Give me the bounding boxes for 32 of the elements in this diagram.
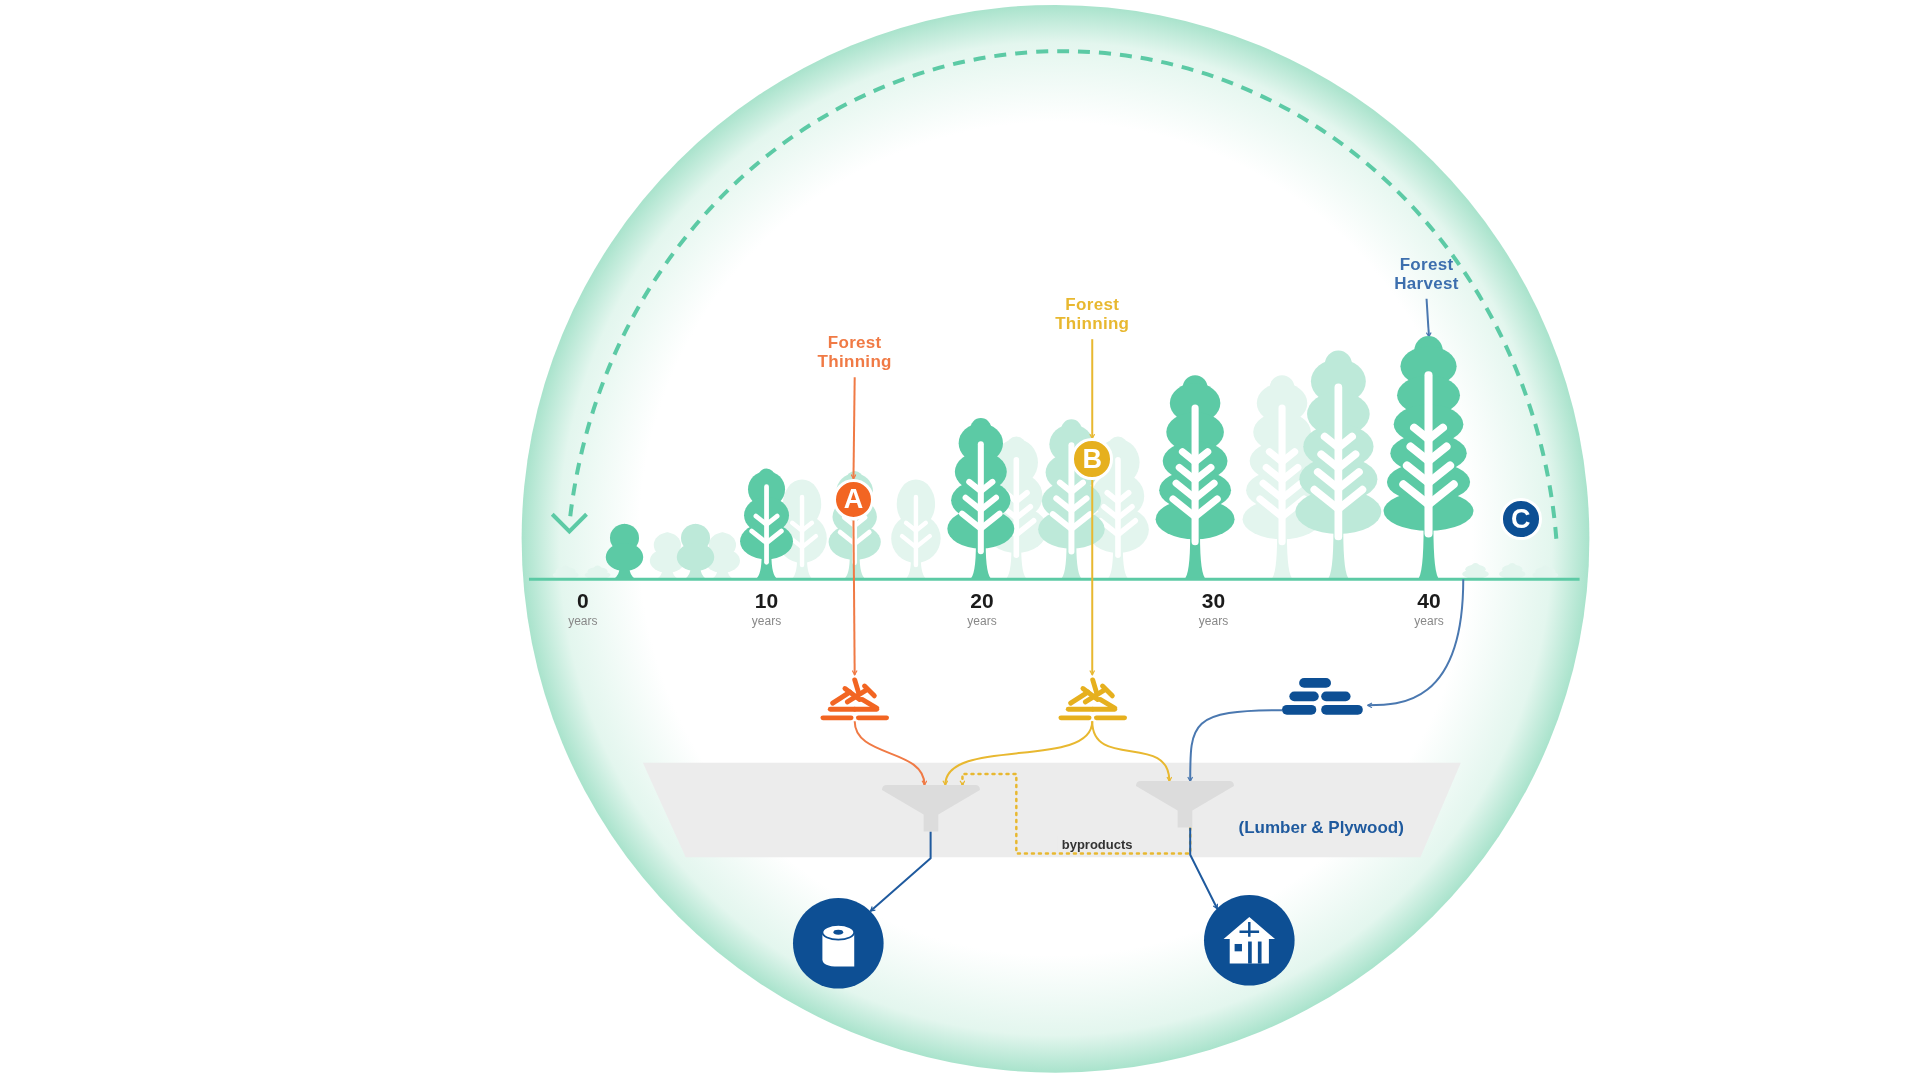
- house-icon: [1203, 895, 1295, 986]
- dotted-arrow: [959, 772, 1192, 855]
- paper-roll-icon: [793, 897, 885, 989]
- stage-label: Forest Thinning: [1033, 295, 1151, 340]
- year-unit: years: [750, 613, 783, 628]
- funnel-icon: [1136, 781, 1235, 828]
- year-number: 30: [1200, 589, 1227, 614]
- year-number: 10: [753, 589, 780, 614]
- arrow: [1089, 479, 1096, 676]
- tree-drawing: [1382, 336, 1476, 580]
- stage-label: Forest Thinning: [795, 333, 914, 378]
- arrow: [851, 519, 858, 676]
- year-unit: years: [567, 613, 599, 628]
- year-unit: years: [1197, 613, 1230, 628]
- year-unit: years: [966, 613, 998, 628]
- year-number: 20: [969, 589, 995, 614]
- arrow: [1091, 720, 1172, 783]
- arrow: [853, 720, 927, 786]
- stage-label: Forest Harvest: [1367, 254, 1486, 299]
- funnel-icon: [881, 784, 980, 832]
- arrow: [850, 376, 857, 480]
- year-unit: years: [1413, 613, 1445, 628]
- arrow: [869, 830, 932, 912]
- arrow: [1089, 338, 1096, 440]
- arrow: [1366, 578, 1465, 709]
- year-number: 0: [576, 589, 590, 614]
- product-caption: (Lumber & Plywood): [1238, 817, 1404, 838]
- arrow: [1189, 826, 1219, 910]
- arrow: [1187, 709, 1284, 783]
- year-number: 40: [1416, 589, 1442, 614]
- log-pile-icon: [1282, 678, 1363, 718]
- arrow: [1425, 297, 1432, 338]
